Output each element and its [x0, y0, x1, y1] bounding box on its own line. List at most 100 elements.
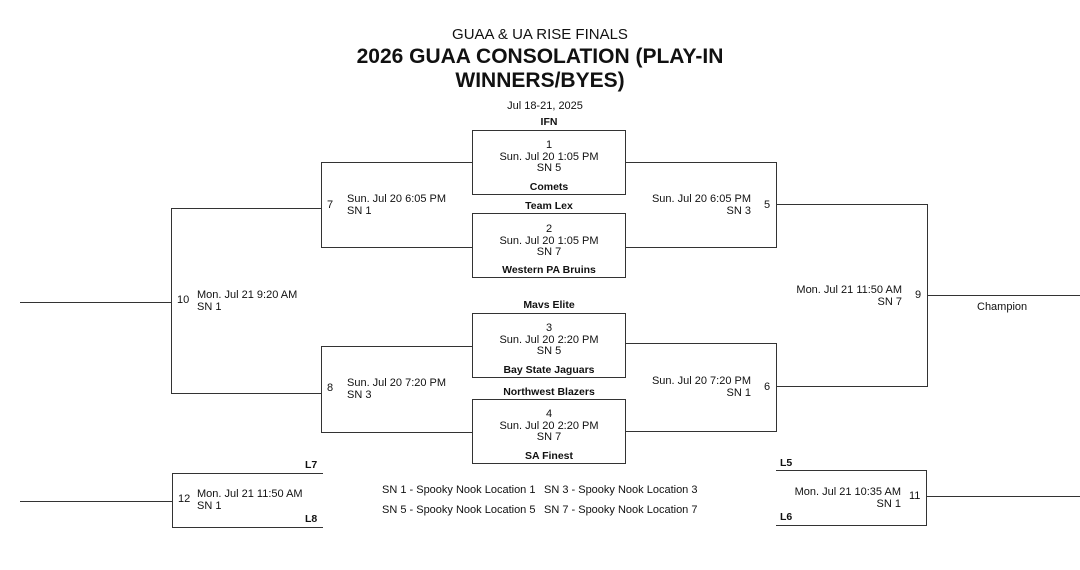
legend-sn1: SN 1 - Spooky Nook Location 1	[382, 484, 536, 496]
game-7-top-line	[321, 162, 473, 163]
game-4-bottom-line	[472, 463, 626, 464]
game-9-number: 9	[915, 289, 922, 301]
page-title: 2026 GUAA CONSOLATION (PLAY-IN WINNERS/B…	[356, 45, 724, 92]
game-4-info: 4 Sun. Jul 20 2:20 PM SN 7	[472, 408, 626, 444]
game-2-left-line	[472, 213, 473, 277]
legend-sn7: SN 7 - Spooky Nook Location 7	[544, 504, 698, 516]
game-2-top-line	[472, 213, 626, 214]
game-8-number: 8	[327, 382, 334, 394]
game-1-team-bottom: Comets	[529, 181, 569, 193]
event-dates: Jul 18-21, 2025	[507, 100, 583, 112]
game-4-team-top: Northwest Blazers	[503, 386, 595, 398]
game-5-number: 5	[764, 199, 771, 211]
game-site: SN 7	[536, 246, 562, 258]
game-number: 3	[545, 322, 553, 334]
legend-sn5: SN 5 - Spooky Nook Location 5	[382, 504, 536, 516]
game-number: 1	[545, 139, 553, 151]
game-1-bottom-line	[472, 194, 626, 195]
game-9-info: Mon. Jul 21 11:50 AM SN 7	[760, 284, 902, 308]
game-time: Sun. Jul 20 2:20 PM	[499, 419, 599, 432]
game-9-bottom-line	[776, 386, 928, 387]
game-10-result-line	[20, 302, 172, 303]
game-site: SN 7	[536, 431, 562, 443]
game-11-info: Mon. Jul 21 10:35 AM SN 1	[770, 486, 901, 510]
game-10-top-line	[171, 208, 322, 209]
game-12-result-line	[20, 501, 173, 502]
game-5-info: Sun. Jul 20 6:05 PM SN 3	[620, 193, 751, 217]
game-time: Sun. Jul 20 2:20 PM	[499, 333, 599, 346]
game-11-bottom-line	[776, 525, 927, 526]
legend-sn3: SN 3 - Spooky Nook Location 3	[544, 484, 698, 496]
game-4-left-line	[472, 399, 473, 463]
game-site: SN 3	[347, 389, 372, 401]
game-site: SN 1	[347, 205, 372, 217]
game-site: SN 5	[536, 162, 562, 174]
game-5-bottom-line	[625, 247, 777, 248]
game-10-bottom-line	[171, 393, 322, 394]
game-site: SN 5	[536, 345, 562, 357]
game-11-result-line	[926, 496, 1080, 497]
champion-label: Champion	[977, 301, 1028, 313]
game-1-top-line	[472, 130, 626, 131]
game-6-number: 6	[764, 381, 771, 393]
game-time: Sun. Jul 20 1:05 PM	[499, 234, 599, 247]
game-5-top-line	[625, 162, 777, 163]
game-12-info: Mon. Jul 21 11:50 AM SN 1	[197, 488, 303, 512]
game-12-number: 12	[178, 493, 191, 505]
game-11-slot-bottom: L6	[780, 511, 793, 523]
game-10-side-line	[171, 208, 172, 393]
game-number: 4	[545, 408, 553, 420]
game-8-bottom-line	[321, 432, 473, 433]
game-1-team-top: IFN	[540, 116, 558, 128]
game-3-team-top: Mavs Elite	[523, 299, 575, 311]
game-9-top-line	[776, 204, 928, 205]
game-site: SN 1	[876, 498, 901, 510]
game-11-number: 11	[909, 490, 921, 502]
game-6-top-line	[625, 343, 777, 344]
game-2-right-line	[625, 213, 626, 277]
game-site: SN 7	[877, 296, 902, 308]
game-site: SN 1	[726, 387, 751, 399]
game-4-team-bottom: SA Finest	[524, 450, 574, 462]
game-8-info: Sun. Jul 20 7:20 PM SN 3	[347, 377, 446, 401]
game-time: Mon. Jul 21 11:50 AM	[796, 284, 902, 296]
game-4-top-line	[472, 399, 626, 400]
game-3-team-bottom: Bay State Jaguars	[503, 364, 595, 376]
game-11-side-line	[926, 470, 927, 525]
game-number: 2	[545, 223, 553, 235]
game-6-info: Sun. Jul 20 7:20 PM SN 1	[620, 375, 751, 399]
game-11-slot-top: L5	[780, 457, 793, 469]
game-12-bottom-line	[172, 527, 323, 528]
game-12-slot-bottom: L8	[305, 513, 318, 525]
game-time: Sun. Jul 20 1:05 PM	[499, 150, 599, 163]
game-3-left-line	[472, 313, 473, 377]
game-12-side-line	[172, 473, 173, 527]
game-12-slot-top: L7	[305, 459, 318, 471]
game-3-right-line	[625, 313, 626, 377]
game-3-bottom-line	[472, 377, 626, 378]
game-time: Sun. Jul 20 7:20 PM	[651, 375, 751, 387]
game-3-info: 3 Sun. Jul 20 2:20 PM SN 5	[472, 322, 626, 358]
game-10-info: Mon. Jul 21 9:20 AM SN 1	[197, 289, 297, 313]
event-subtitle: GUAA & UA RISE FINALS	[452, 26, 628, 43]
game-site: SN 1	[197, 500, 222, 512]
game-2-bottom-line	[472, 277, 626, 278]
game-7-side-line	[321, 162, 322, 247]
game-8-side-line	[321, 346, 322, 432]
game-2-team-bottom: Western PA Bruins	[502, 264, 596, 276]
game-time: Sun. Jul 20 6:05 PM	[651, 193, 751, 205]
game-7-number: 7	[327, 199, 334, 211]
game-2-team-top: Team Lex	[525, 200, 573, 212]
champion-line	[927, 295, 1080, 296]
game-time: Mon. Jul 21 9:20 AM	[197, 289, 298, 301]
game-7-info: Sun. Jul 20 6:05 PM SN 1	[347, 193, 446, 217]
game-time: Mon. Jul 21 10:35 AM	[794, 486, 901, 498]
game-8-top-line	[321, 346, 473, 347]
game-6-side-line	[776, 343, 777, 431]
game-time: Sun. Jul 20 6:05 PM	[347, 193, 447, 205]
game-site: SN 3	[726, 205, 751, 217]
game-7-bottom-line	[321, 247, 473, 248]
game-6-bottom-line	[625, 431, 777, 432]
game-time: Sun. Jul 20 7:20 PM	[347, 377, 447, 389]
game-3-top-line	[472, 313, 626, 314]
